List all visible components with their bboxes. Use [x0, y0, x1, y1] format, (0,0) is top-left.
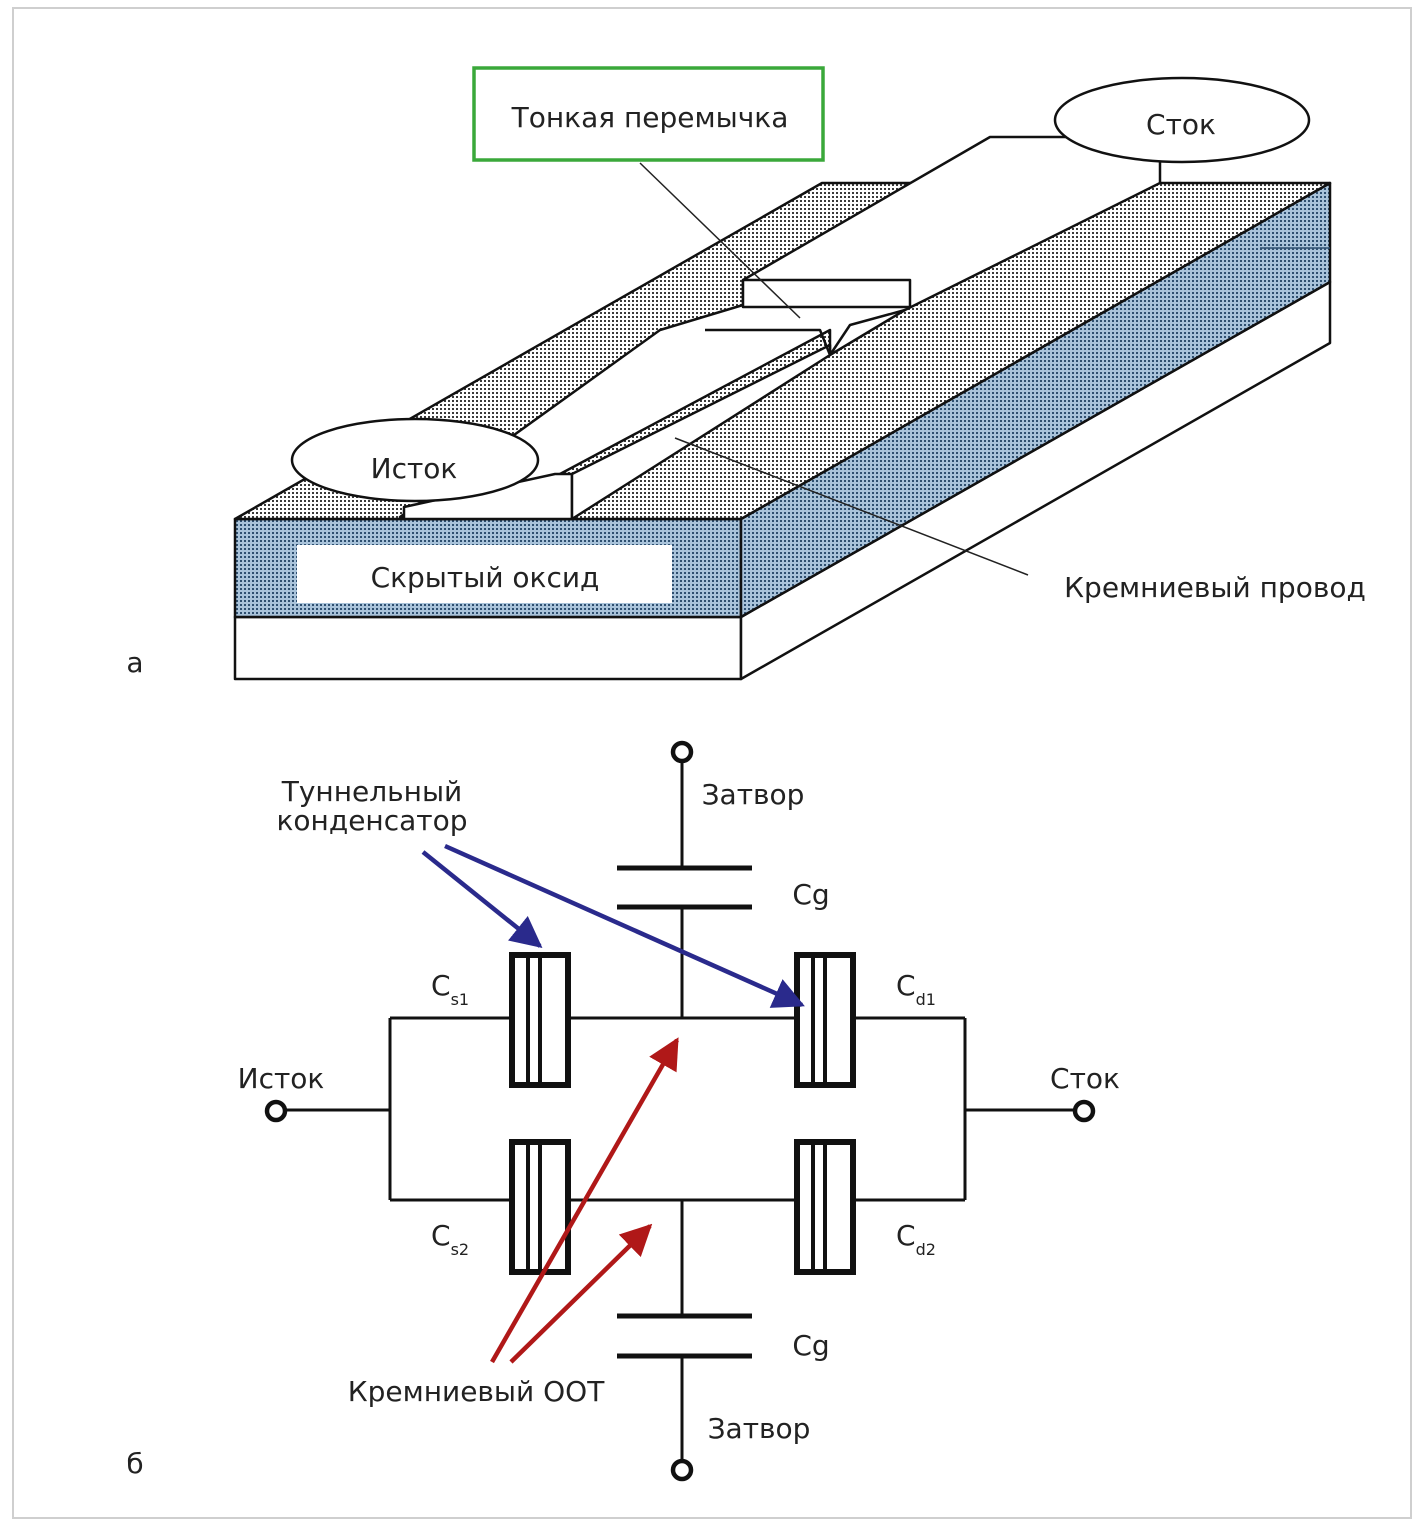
tunnel-arrow-1: [421, 850, 543, 948]
cd1-label: Cd1: [896, 969, 936, 1009]
tunnel-capacitor-label-line2: конденсатор: [276, 804, 467, 837]
buried-oxide-label-box: [297, 545, 672, 603]
thin-bridge-leader: [639, 162, 801, 319]
thin-bridge-label: Тонкая перемычка: [511, 101, 789, 134]
gate-bottom-label: Затвор: [708, 1412, 811, 1445]
source-pad: [290, 417, 540, 503]
panel-b-label: б: [126, 1447, 143, 1480]
tunnel-arrow-2: [444, 843, 805, 1008]
cs2-tunnel-capacitor: [509, 1139, 571, 1275]
thin-bridge-block: [741, 278, 912, 309]
drain-pad: [1053, 76, 1311, 164]
substrate-front: [233, 615, 743, 681]
silicon-wire-leader: [674, 437, 1029, 576]
drain-label-b: Сток: [1050, 1062, 1120, 1095]
tunnel-capacitor-label-line1: Туннельный: [281, 775, 463, 808]
source-label-a: Исток: [371, 452, 458, 485]
panel-a-label: а: [126, 646, 143, 679]
cs2-label: Cs2: [431, 1219, 469, 1259]
bridge-notch: [705, 308, 906, 357]
silicon-qd-label: Кремниевый ООТ: [348, 1375, 606, 1408]
drain-terminal: [1072, 1099, 1096, 1123]
cd2-tunnel-capacitor: [794, 1139, 856, 1275]
thin-bridge-callout: [472, 66, 825, 162]
silicon-wire-label: Кремниевый провод: [1064, 571, 1366, 604]
source-terminal: [264, 1099, 288, 1123]
circuit-diagram: [264, 740, 1096, 1482]
buried-oxide-label: Скрытый оксид: [371, 561, 600, 594]
cd1-tunnel-capacitor: [794, 952, 856, 1088]
source-label-b: Исток: [238, 1062, 325, 1095]
gate-top-label: Затвор: [702, 778, 805, 811]
cd2-label: Cd2: [896, 1219, 936, 1259]
drain-label-a: Сток: [1146, 108, 1216, 141]
device-3d-drawing: [233, 76, 1332, 681]
cg-bottom-label: Cg: [792, 1329, 829, 1362]
cs1-label: Cs1: [431, 969, 469, 1009]
qd-arrow-2: [509, 1223, 653, 1364]
cg-top-label: Cg: [792, 878, 829, 911]
gate-bottom-terminal: [670, 1458, 694, 1482]
qd-arrow-1: [490, 1037, 679, 1364]
cs1-tunnel-capacitor: [509, 952, 571, 1088]
gate-top-terminal: [670, 740, 694, 764]
